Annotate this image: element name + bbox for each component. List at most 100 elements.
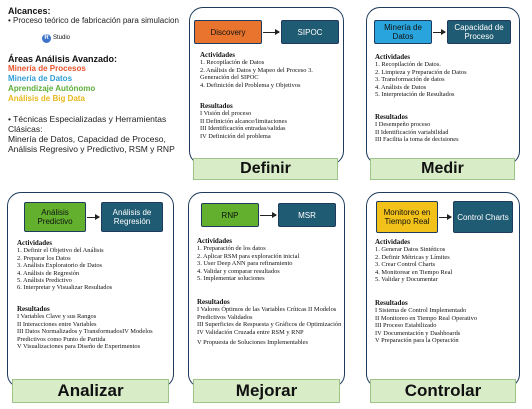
resultado-item: I Variables Clave y sus Rangos bbox=[17, 313, 97, 321]
rstudio-label: Studio bbox=[53, 35, 71, 41]
flow-arrow-icon bbox=[260, 212, 277, 218]
resultado-item: II Definición alcance/limitaciones bbox=[200, 117, 287, 125]
actividades-section: Actividades 1. Recopilación de Datos. 2.… bbox=[375, 53, 517, 99]
actividades-section: Actividades 1. Preparación de los datos … bbox=[197, 237, 343, 283]
resultado-item: V Preparación para la Operación bbox=[375, 337, 459, 345]
flow-arrow-icon bbox=[87, 214, 100, 220]
phase-label-analizar: Analizar bbox=[12, 379, 169, 403]
actividad-item: 1. Generar Datos Sintéticos bbox=[375, 246, 446, 254]
alcances-title: Alcances: bbox=[8, 6, 51, 16]
resultado-item: I Sistema de Control Implementado bbox=[375, 307, 467, 315]
phase-panel-mejorar: RNP MSR Actividades 1. Preparación de lo… bbox=[188, 192, 345, 388]
phase-label-mejorar: Mejorar bbox=[193, 379, 340, 403]
actividad-item: 4. Definición del Problema y Objetivos bbox=[200, 81, 301, 89]
tecnicas-title: • Técnicas Especializadas y Herramientas… bbox=[8, 114, 167, 134]
actividad-item: 4. Monitorear en Tiempo Real bbox=[375, 268, 453, 276]
monitoreo-box: Monitoreo en Tiempo Real bbox=[376, 201, 438, 233]
resultados-title: Resultados bbox=[197, 298, 230, 306]
resultado-item: IV Validación Cruzada entre RSM y RNP bbox=[197, 328, 304, 336]
area-item: Aprendizaje Autónomo bbox=[8, 84, 96, 93]
actividades-title: Actividades bbox=[200, 51, 235, 59]
mineria-datos-box: Minería de Datos bbox=[374, 20, 432, 44]
actividades-section: Actividades 1. Generar Datos Sintéticos … bbox=[375, 238, 517, 284]
tecnicas-detail: Minería de Datos, Capacidad de Proceso, … bbox=[8, 134, 175, 154]
resultados-section: Resultados I Variables Clave y sus Rango… bbox=[17, 305, 169, 351]
sipoc-box: SIPOC bbox=[281, 20, 339, 44]
phase-label-controlar: Controlar bbox=[370, 379, 516, 403]
actividad-item: 3. User Deep ANN para refinamiento bbox=[197, 260, 293, 268]
resultado-item: III Datos Normalizados y TransformadosIV… bbox=[17, 328, 153, 343]
resultados-title: Resultados bbox=[17, 305, 50, 313]
actividad-item: 4. Análisis de Regresión bbox=[17, 269, 80, 277]
resultado-item: IV Definición del problema bbox=[200, 132, 271, 140]
flow-arrow-icon bbox=[439, 214, 452, 220]
resultado-item: V Visualizaciones para Diseño de Experim… bbox=[17, 343, 141, 351]
resultado-item: I Visión del proceso bbox=[200, 110, 252, 118]
resultado-item: III Identificación entradas/salidas bbox=[200, 125, 286, 133]
actividades-section: Actividades 1. Definir el Objetivo del A… bbox=[17, 239, 172, 292]
area-item: Minería de Datos bbox=[8, 74, 73, 83]
areas-title: Áreas Análisis Avanzado: bbox=[8, 54, 118, 64]
actividad-item: 5. Análisis Predictivo bbox=[17, 277, 72, 285]
actividad-item: 2. Preparar los Datos bbox=[17, 254, 71, 262]
actividades-title: Actividades bbox=[375, 53, 410, 61]
actividad-item: 5. Implementar soluciones bbox=[197, 275, 265, 283]
actividad-item: 3. Análisis Exploratorio de Datos bbox=[17, 262, 103, 270]
resultado-item: V Propuesta de Soluciones Implementables bbox=[197, 339, 308, 347]
area-item: Análisis de Big Data bbox=[8, 94, 85, 103]
actividad-item: 2. Limpieza y Preparación de Datos bbox=[375, 68, 467, 76]
resultados-section: Resultados I Desempeño proceso II Identi… bbox=[375, 113, 517, 144]
resultado-item: IV Documentación y Dashboards bbox=[375, 329, 461, 337]
rnp-box: RNP bbox=[201, 203, 259, 227]
resultados-section: Resultados I Visión del proceso II Defin… bbox=[200, 102, 340, 140]
discovery-box: Discovery bbox=[194, 20, 262, 44]
actividad-item: 5. Validar y Documentar bbox=[375, 276, 438, 284]
area-item: Minería de Procesos bbox=[8, 64, 86, 73]
resultado-item: II Interacciones entre Variables bbox=[17, 320, 97, 328]
actividad-item: 2. Aplicar RSM para exploración inicial bbox=[197, 252, 300, 260]
phase-label-definir: Definir bbox=[193, 158, 338, 180]
actividades-section: Actividades 1. Recopilación de Datos 2. … bbox=[200, 51, 340, 89]
phase-panel-definir: Discovery SIPOC Actividades 1. Recopilac… bbox=[189, 7, 344, 165]
actividad-item: 4. Validar y comparar resultados bbox=[197, 267, 280, 275]
actividad-item: 3. Crear Control Charts bbox=[375, 261, 435, 269]
actividad-item: 1. Preparación de los datos bbox=[197, 245, 266, 253]
actividad-item: 5. Interpretación de Resultados bbox=[375, 91, 455, 99]
actividades-title: Actividades bbox=[197, 237, 232, 245]
flow-arrow-icon bbox=[263, 29, 280, 35]
resultados-title: Resultados bbox=[375, 299, 408, 307]
actividad-item: 4. Análisis de Datos bbox=[375, 83, 427, 91]
analisis-regresion-box: Análisis de Regresión bbox=[101, 202, 163, 232]
resultados-section: Resultados I Sistema de Control Implemen… bbox=[375, 299, 517, 345]
control-charts-box: Control Charts bbox=[453, 201, 513, 233]
scope-info-block: Alcances: • Proceso teórico de fabricaci… bbox=[8, 6, 180, 154]
resultados-section: Resultados I Valores Óptimos de las Vari… bbox=[197, 298, 343, 347]
actividades-title: Actividades bbox=[375, 238, 410, 246]
actividad-item: 2. Análisis de Datos y Mapeo del Proceso… bbox=[200, 66, 313, 82]
resultado-item: II Identificación variabilidad bbox=[375, 128, 449, 136]
capacidad-proceso-box: Capacidad de Proceso bbox=[447, 20, 511, 44]
actividad-item: 6. Interpretar y Visualizar Resultados bbox=[17, 284, 113, 292]
analisis-predictivo-box: Análisis Predictivo bbox=[24, 202, 86, 232]
phase-panel-controlar: Monitoreo en Tiempo Real Control Charts … bbox=[366, 192, 520, 388]
areas-list: Minería de Procesos Minería de Datos Apr… bbox=[8, 64, 180, 104]
r-icon: R bbox=[42, 33, 51, 43]
phase-panel-medir: Minería de Datos Capacidad de Proceso Ac… bbox=[366, 7, 520, 165]
actividad-item: 2. Definir Métricas y Límites bbox=[375, 253, 450, 261]
actividad-item: 1. Recopilación de Datos. bbox=[375, 61, 441, 69]
resultado-item: III Proceso Estabilizado bbox=[375, 322, 437, 330]
resultado-item: I Desempeño proceso bbox=[375, 121, 431, 129]
rstudio-logo: R Studio bbox=[42, 33, 71, 43]
resultado-item: III Facilita la toma de decisiones bbox=[375, 136, 459, 144]
resultados-title: Resultados bbox=[375, 113, 408, 121]
resultado-item: I Valores Óptimos de las Variables Críti… bbox=[197, 306, 337, 321]
phase-label-medir: Medir bbox=[370, 158, 515, 180]
alcances-text: • Proceso teórico de fabricación para si… bbox=[8, 16, 179, 25]
resultados-title: Resultados bbox=[200, 102, 233, 110]
actividades-title: Actividades bbox=[17, 239, 52, 247]
resultado-item: III Superficies de Respuesta y Gráficos … bbox=[197, 321, 342, 329]
phase-panel-analizar: Análisis Predictivo Análisis de Regresió… bbox=[7, 192, 174, 388]
msr-box: MSR bbox=[278, 203, 336, 227]
flow-arrow-icon bbox=[433, 29, 446, 35]
actividad-item: 3. Transformación de datos bbox=[375, 76, 445, 84]
